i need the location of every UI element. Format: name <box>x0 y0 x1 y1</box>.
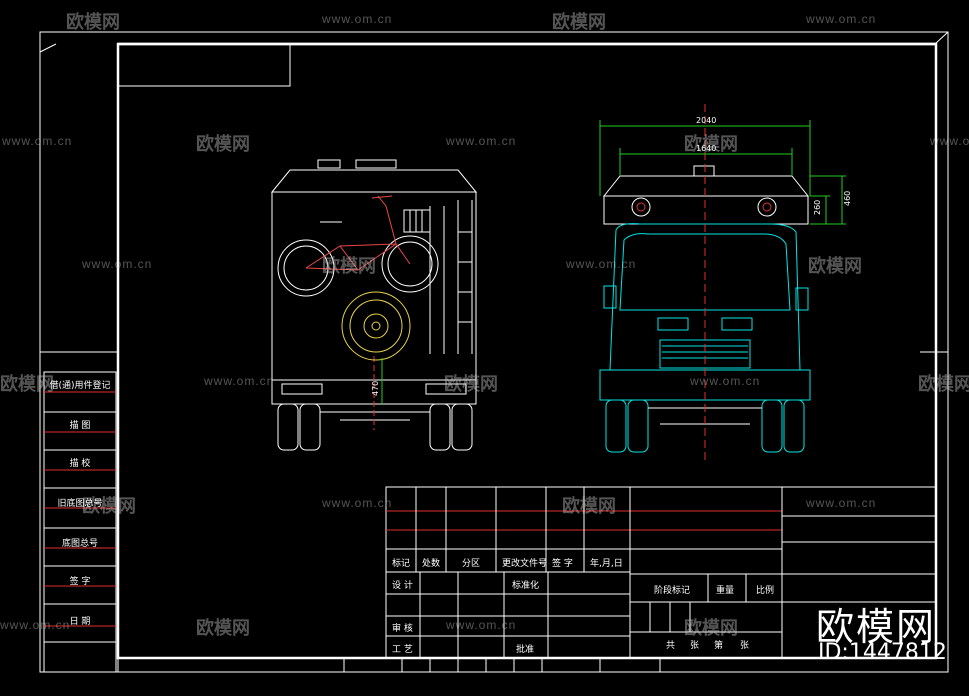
brand-logo-text: 欧模网 <box>816 605 937 649</box>
dim-rear-height: 470 <box>371 381 380 396</box>
tb-design: 设 计 <box>392 581 413 591</box>
tb-header-date: 年,月,日 <box>590 559 623 569</box>
truck-rear-view <box>270 159 478 451</box>
tb-approve: 批准 <box>516 645 535 655</box>
brand-id-text: ID:1447812 <box>818 640 947 665</box>
bicycle-icon <box>277 195 439 297</box>
tb-header-count: 处数 <box>422 559 441 569</box>
title-block-grid <box>385 486 937 659</box>
truck-front-view <box>599 104 811 460</box>
side-label-trace-check: 描 校 <box>69 459 91 469</box>
tb-header-change-doc: 更改文件号 <box>502 559 548 569</box>
tb-scale: 比例 <box>756 586 775 596</box>
tb-standardization: 标准化 <box>512 581 540 591</box>
dim-height-a: 260 <box>813 200 822 215</box>
tb-sheet-no: 第 <box>714 641 724 651</box>
tb-review: 审 核 <box>392 624 413 634</box>
side-label-signature: 签 字 <box>69 577 91 587</box>
dim-inner-width: 1640 <box>696 144 716 153</box>
dim-overall-width: 2040 <box>696 116 716 125</box>
tb-header-zone: 分区 <box>462 559 481 569</box>
side-label-old-base-number: 旧底图总号 <box>57 499 103 509</box>
side-registration-block <box>43 371 117 673</box>
tb-header-sign: 签 字 <box>552 559 573 569</box>
tb-sheets: 张 <box>690 641 700 651</box>
tb-header-mark: 标记 <box>392 559 411 569</box>
top-left-title-box <box>118 44 291 87</box>
side-label-base-number: 底图总号 <box>61 539 98 549</box>
tb-stage-mark: 阶段标记 <box>654 586 691 596</box>
dimension-lines <box>381 120 846 404</box>
side-label-date: 日 期 <box>69 617 91 627</box>
tb-total: 共 <box>666 641 676 651</box>
tb-weight: 重量 <box>716 586 735 596</box>
dim-height-b: 460 <box>843 191 852 206</box>
side-label-borrowed-parts: 借(通)用件登记 <box>49 381 111 391</box>
bottom-scale-strip <box>40 658 948 673</box>
sheet-outer-border <box>39 31 949 673</box>
side-label-tracing: 描 图 <box>69 421 91 431</box>
tb-sheet-unit: 张 <box>740 641 750 651</box>
frame-corner-marks <box>39 31 949 53</box>
spare-tire-icon <box>341 291 411 361</box>
tb-process: 工 艺 <box>392 645 413 655</box>
